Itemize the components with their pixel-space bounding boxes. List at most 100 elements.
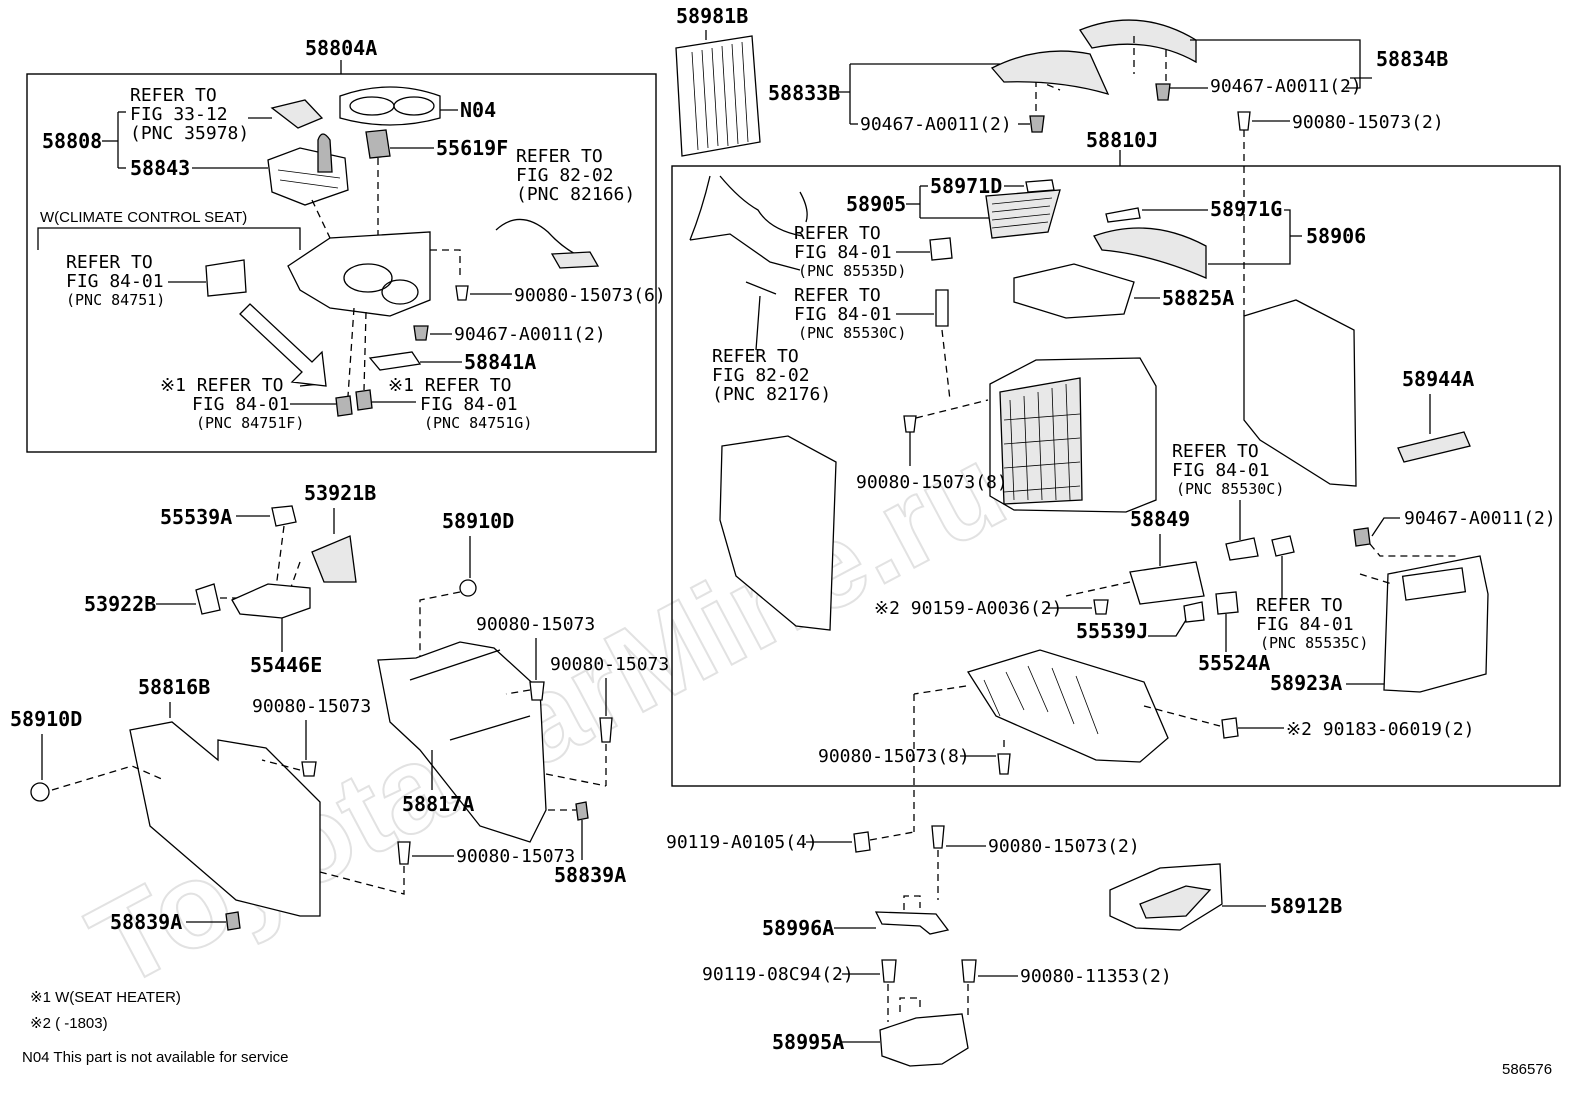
- ref-84751G-l3[interactable]: (PNC 84751G): [424, 414, 532, 432]
- label-58810J[interactable]: 58810J: [1086, 128, 1158, 152]
- label-90080-15073-8b[interactable]: 90080-15073(8): [818, 746, 970, 767]
- rear-panel-58923A: [1383, 555, 1489, 693]
- label-58808[interactable]: 58808: [42, 129, 102, 153]
- ref-85530C-a-l2[interactable]: FIG 84-01: [794, 304, 892, 325]
- bracket-58996A: [874, 911, 950, 935]
- clip-90467-d: [1353, 527, 1371, 547]
- label-90080-15073-6[interactable]: 90080-15073(6): [514, 285, 666, 306]
- ref-82176-l3[interactable]: (PNC 82176): [712, 384, 831, 405]
- ref-84751F-l2[interactable]: FIG 84-01: [192, 394, 290, 415]
- label-58849[interactable]: 58849: [1130, 507, 1190, 531]
- ref-85535C-l1[interactable]: REFER TO: [1256, 595, 1343, 616]
- label-55539A[interactable]: 55539A: [160, 505, 232, 529]
- label-90080-15073-c[interactable]: 90080-15073: [550, 654, 669, 675]
- label-58839A-b[interactable]: 58839A: [554, 863, 626, 887]
- trim-58971G: [1105, 207, 1141, 223]
- label-58817A[interactable]: 58817A: [402, 792, 474, 816]
- label-90467-A0011-b[interactable]: 90467-A0011(2): [860, 114, 1012, 135]
- label-90159-A0036[interactable]: ※2 90159-A0036(2): [874, 598, 1062, 619]
- ref-fig-84-01-84751-l2[interactable]: FIG 84-01: [66, 271, 164, 292]
- screw-90080-c: [599, 717, 613, 743]
- ref-85530C-b-l3[interactable]: (PNC 85530C): [1176, 480, 1284, 498]
- direction-arrow-shape: [239, 303, 327, 387]
- label-58995A[interactable]: 58995A: [772, 1030, 844, 1054]
- label-58905[interactable]: 58905: [846, 192, 906, 216]
- label-58923A[interactable]: 58923A: [1270, 671, 1342, 695]
- label-90080-15073-2b[interactable]: 90080-15073(2): [988, 836, 1140, 857]
- ref-84751F-l1[interactable]: ※1 REFER TO: [160, 375, 283, 396]
- label-90119-A0105[interactable]: 90119-A0105(4): [666, 832, 818, 853]
- grommet-58910D-b: [459, 579, 477, 597]
- label-90467-A0011-d[interactable]: 90467-A0011(2): [1404, 508, 1556, 529]
- label-58910D-b[interactable]: 58910D: [442, 509, 514, 533]
- ref-85535D-l1[interactable]: REFER TO: [794, 223, 881, 244]
- label-58804A[interactable]: 58804A: [305, 36, 377, 60]
- socket-85530C-b: [1225, 537, 1259, 561]
- ref-fig-84-01-84751-l1[interactable]: REFER TO: [66, 252, 153, 273]
- label-58996A[interactable]: 58996A: [762, 916, 834, 940]
- label-58825A[interactable]: 58825A: [1162, 286, 1234, 310]
- label-N04[interactable]: N04: [460, 98, 496, 122]
- ref-fig-33-12-l3[interactable]: (PNC 35978): [130, 123, 249, 144]
- label-58843[interactable]: 58843: [130, 156, 190, 180]
- bolt-90119-a: [853, 831, 871, 853]
- bracket-53922B: [195, 583, 221, 615]
- ref-fig-82-02-a-l1[interactable]: REFER TO: [516, 146, 603, 167]
- label-90080-15073-2a[interactable]: 90080-15073(2): [1292, 112, 1444, 133]
- ref-fig-84-01-84751-l3[interactable]: (PNC 84751): [66, 291, 165, 309]
- screw-90080-2b: [931, 825, 945, 849]
- ref-82176-l1[interactable]: REFER TO: [712, 346, 799, 367]
- grommet-58910D-a: [30, 782, 50, 802]
- label-90080-11353[interactable]: 90080-11353(2): [1020, 966, 1172, 987]
- clip-90467-b: [1029, 115, 1045, 133]
- label-90080-15073-8a[interactable]: 90080-15073(8): [856, 472, 1008, 493]
- jack-55539A: [271, 505, 297, 527]
- ref-85535C-l2[interactable]: FIG 84-01: [1256, 614, 1354, 635]
- label-90080-15073-b[interactable]: 90080-15073: [476, 614, 595, 635]
- ref-85530C-b-l2[interactable]: FIG 84-01: [1172, 460, 1270, 481]
- label-58834B[interactable]: 58834B: [1376, 47, 1448, 71]
- label-90119-08C94[interactable]: 90119-08C94(2): [702, 964, 854, 985]
- label-58910D-a[interactable]: 58910D: [10, 707, 82, 731]
- subgroup-climate-label[interactable]: W(CLIMATE CONTROL SEAT): [40, 209, 247, 226]
- label-58971G[interactable]: 58971G: [1210, 197, 1282, 221]
- label-58841A[interactable]: 58841A: [464, 350, 536, 374]
- label-58906[interactable]: 58906: [1306, 224, 1366, 248]
- label-90467-A0011-a[interactable]: 90467-A0011(2): [454, 324, 606, 345]
- label-90080-15073-a[interactable]: 90080-15073: [252, 696, 371, 717]
- tray-58825A: [1013, 263, 1135, 319]
- label-53921B[interactable]: 53921B: [304, 481, 376, 505]
- ref-fig-33-12-l2[interactable]: FIG 33-12: [130, 104, 228, 125]
- label-58833B[interactable]: 58833B: [768, 81, 840, 105]
- label-53922B[interactable]: 53922B: [84, 592, 156, 616]
- ref-85535D-l2[interactable]: FIG 84-01: [794, 242, 892, 263]
- label-58839A-a[interactable]: 58839A: [110, 910, 182, 934]
- label-58816B[interactable]: 58816B: [138, 675, 210, 699]
- bezel-58944A: [1397, 431, 1471, 463]
- ref-85530C-a-l3[interactable]: (PNC 85530C): [798, 324, 906, 342]
- label-58971D[interactable]: 58971D: [930, 174, 1002, 198]
- console-bezel-part: [287, 231, 431, 317]
- ref-82176-l2[interactable]: FIG 82-02: [712, 365, 810, 386]
- label-55619F[interactable]: 55619F: [436, 136, 508, 160]
- label-58944A[interactable]: 58944A: [1402, 367, 1474, 391]
- ref-fig-33-12-l1[interactable]: REFER TO: [130, 85, 217, 106]
- label-90183-06019[interactable]: ※2 90183-06019(2): [1286, 719, 1474, 740]
- ref-85530C-a-l1[interactable]: REFER TO: [794, 285, 881, 306]
- ref-85535C-l3[interactable]: (PNC 85535C): [1260, 634, 1368, 652]
- label-58912B[interactable]: 58912B: [1270, 894, 1342, 918]
- label-55446E[interactable]: 55446E: [250, 653, 322, 677]
- ref-fig-82-02-a-l2[interactable]: FIG 82-02: [516, 165, 614, 186]
- ref-85530C-b-l1[interactable]: REFER TO: [1172, 441, 1259, 462]
- ref-84751G-l1[interactable]: ※1 REFER TO: [388, 375, 511, 396]
- ref-85535D-l3[interactable]: (PNC 85535D): [798, 262, 906, 280]
- label-58981B[interactable]: 58981B: [676, 4, 748, 28]
- label-55539J[interactable]: 55539J: [1076, 619, 1148, 643]
- label-90080-15073-d[interactable]: 90080-15073: [456, 846, 575, 867]
- ref-fig-82-02-a-l3[interactable]: (PNC 82166): [516, 184, 635, 205]
- pad-part: [270, 99, 324, 129]
- label-55524A[interactable]: 55524A: [1198, 651, 1270, 675]
- ref-84751G-l2[interactable]: FIG 84-01: [420, 394, 518, 415]
- ref-84751F-l3[interactable]: (PNC 84751F): [196, 414, 304, 432]
- label-90467-A0011-c[interactable]: 90467-A0011(2): [1210, 76, 1362, 97]
